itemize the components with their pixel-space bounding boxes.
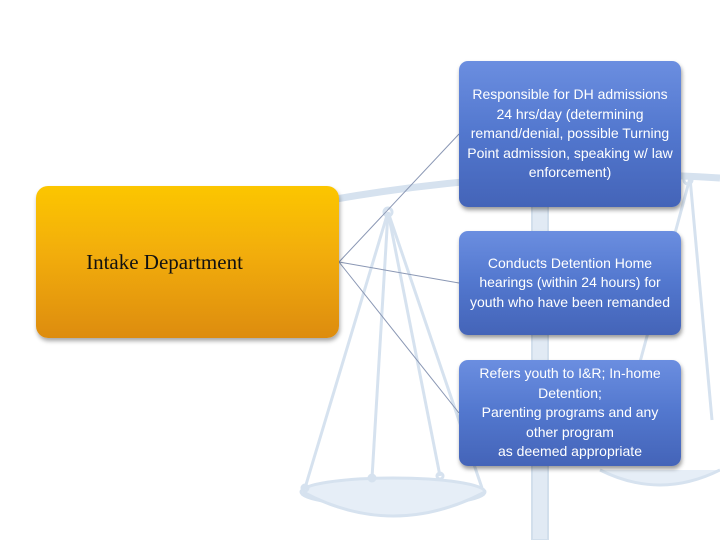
child-text-dh-admissions: Responsible for DH admissions 24 hrs/day… — [467, 86, 673, 181]
connector-line-2 — [338, 261, 460, 284]
connector-line-1 — [338, 133, 460, 263]
child-text-referrals: Refers youth to I&R; In-home Detention; … — [479, 365, 661, 460]
intake-department-box: Intake Department — [36, 186, 339, 338]
child-box-referrals: Refers youth to I&R; In-home Detention; … — [459, 360, 681, 466]
child-text-detention-hearings: Conducts Detention Home hearings (within… — [469, 254, 671, 310]
root-label: Intake Department — [86, 249, 243, 274]
connector-line-3 — [338, 261, 460, 414]
child-box-detention-hearings: Conducts Detention Home hearings (within… — [459, 231, 681, 335]
child-box-dh-admissions: Responsible for DH admissions 24 hrs/day… — [459, 61, 681, 207]
